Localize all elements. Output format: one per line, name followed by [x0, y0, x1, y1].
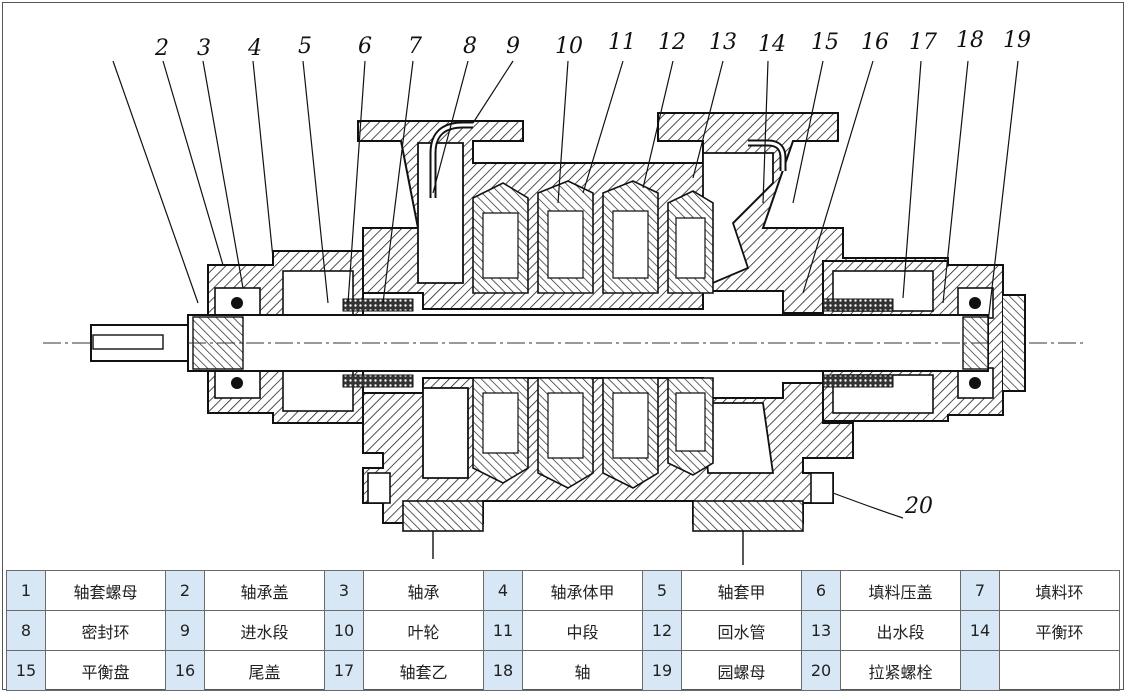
- legend-part-name: 平衡环: [999, 610, 1120, 651]
- legend-part-name: 尾盖: [204, 650, 325, 691]
- legend-number: 17: [324, 650, 364, 691]
- legend-part-name: 中段: [522, 610, 643, 651]
- legend-number: 3: [324, 570, 364, 611]
- legend-part-name: 轴承: [363, 570, 484, 611]
- foot-right: [692, 500, 804, 532]
- packing-left-top: [342, 298, 414, 312]
- callout-7: 7: [408, 34, 422, 59]
- pump-cross-section-drawing: 2 3 4 5 6 7 8 9 10 11 12 13 14 15 16 17 …: [3, 3, 1125, 569]
- suction-chamber-lower: [422, 387, 469, 479]
- legend-number: 20: [801, 650, 841, 691]
- legend-number: 6: [801, 570, 841, 611]
- legend-part-name: 平衡盘: [45, 650, 166, 691]
- callout-16: 16: [861, 30, 889, 55]
- legend-number: 13: [801, 610, 841, 651]
- callout-10: 10: [555, 34, 583, 59]
- callout-11: 11: [608, 30, 636, 55]
- callout-3: 3: [197, 36, 211, 61]
- impellers-upper: [472, 180, 714, 294]
- callout-19: 19: [1003, 28, 1031, 53]
- tie-bolt-nut-right: [810, 472, 834, 504]
- legend-number: 8: [6, 610, 46, 651]
- legend-number: 1: [6, 570, 46, 611]
- legend-part-name: 出水段: [840, 610, 961, 651]
- legend-number: 15: [6, 650, 46, 691]
- legend-row: 1 轴套螺母 2 轴承盖 3 轴承 4 轴承体甲 5 轴套甲 6 填料压盖 7 …: [6, 570, 1120, 611]
- callout-17: 17: [909, 30, 937, 55]
- callout-18: 18: [956, 28, 984, 53]
- legend-part-name: 轴套螺母: [45, 570, 166, 611]
- callout-14: 14: [758, 32, 786, 57]
- legend-number: 10: [324, 610, 364, 651]
- keyway: [92, 334, 164, 350]
- callout-5: 5: [298, 34, 312, 59]
- callout-13: 13: [709, 30, 737, 55]
- legend-number: 4: [483, 570, 523, 611]
- legend-number: 14: [960, 610, 1000, 651]
- legend-part-name: 叶轮: [363, 610, 484, 651]
- pump-svg: 2 3 4 5 6 7 8 9 10 11 12 13 14 15 16 17 …: [43, 28, 1085, 565]
- suction-chamber-upper: [417, 142, 464, 284]
- callout-6: 6: [358, 34, 372, 59]
- legend-part-name: 轴承盖: [204, 570, 325, 611]
- callout-2: 2: [154, 36, 169, 61]
- legend-number-empty: [960, 650, 1000, 691]
- legend-part-name: 填料环: [999, 570, 1120, 611]
- tail-cover: [1003, 294, 1026, 392]
- legend-part-name: 轴: [522, 650, 643, 691]
- callout-20: 20: [904, 494, 933, 519]
- legend-part-name: 密封环: [45, 610, 166, 651]
- callout-labels: 2 3 4 5 6 7 8 9 10 11 12 13 14 15 16 17 …: [154, 28, 1031, 519]
- legend-row: 8 密封环 9 进水段 10 叶轮 11 中段 12 回水管 13 出水段 14…: [6, 610, 1120, 651]
- callout-9: 9: [506, 34, 520, 59]
- legend-number: 2: [165, 570, 205, 611]
- packing-left-bottom: [342, 374, 414, 388]
- legend-number: 16: [165, 650, 205, 691]
- tie-bolt-nut-left: [367, 472, 391, 504]
- legend-part-name: 进水段: [204, 610, 325, 651]
- legend-number: 12: [642, 610, 682, 651]
- legend-number: 7: [960, 570, 1000, 611]
- legend-part-name: 拉紧螺栓: [840, 650, 961, 691]
- callout-8: 8: [463, 34, 477, 59]
- legend-number: 5: [642, 570, 682, 611]
- legend-part-name: 填料压盖: [840, 570, 961, 611]
- legend-part-name: 轴套乙: [363, 650, 484, 691]
- leader-lines: [112, 60, 1019, 519]
- callout-4: 4: [247, 36, 262, 61]
- callout-15: 15: [811, 30, 839, 55]
- legend-part-name: 轴承体甲: [522, 570, 643, 611]
- legend-part-name: 园螺母: [681, 650, 802, 691]
- legend-number: 18: [483, 650, 523, 691]
- parts-legend-table: 1 轴套螺母 2 轴承盖 3 轴承 4 轴承体甲 5 轴套甲 6 填料压盖 7 …: [6, 570, 1120, 691]
- legend-number: 9: [165, 610, 205, 651]
- callout-12: 12: [658, 30, 686, 55]
- legend-number: 19: [642, 650, 682, 691]
- packing-right-bottom: [822, 374, 894, 388]
- foot-left: [402, 500, 484, 532]
- legend-part-name-empty: [999, 650, 1120, 691]
- legend-row: 15 平衡盘 16 尾盖 17 轴套乙 18 轴 19 园螺母 20 拉紧螺栓: [6, 650, 1120, 691]
- legend-part-name: 轴套甲: [681, 570, 802, 611]
- legend-part-name: 回水管: [681, 610, 802, 651]
- legend-number: 11: [483, 610, 523, 651]
- packing-right-top: [822, 298, 894, 312]
- impellers-lower: [472, 377, 714, 489]
